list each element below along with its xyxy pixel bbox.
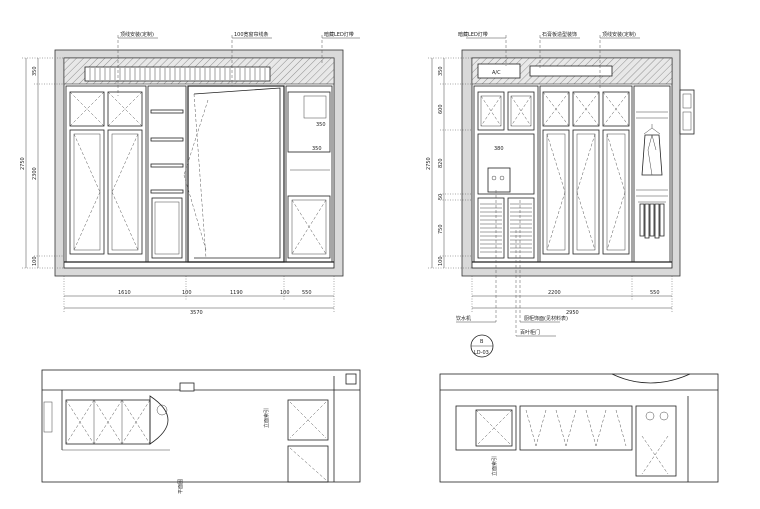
left-inner-dim-2: 350	[312, 146, 322, 152]
right-gypsum-feature	[529, 65, 613, 77]
plan-right-text: 立面索引	[491, 456, 498, 476]
label-right-bottom-1: 饮水机	[456, 315, 471, 322]
right-plan-wardrobe	[519, 405, 633, 451]
left-dim-bottom-4: 100	[280, 290, 290, 296]
left-right-cabinet	[285, 85, 333, 263]
right-water-dispenser	[487, 167, 511, 193]
right-bottom-labels: 饮水机 厨柜饰面(见材料表) 百叶柜门 B LD-03	[456, 190, 568, 358]
left-vent-grille	[84, 66, 271, 82]
label-left-top-3: 暗藏LED灯带	[324, 31, 354, 38]
left-dim-total-height: 2750	[20, 157, 26, 170]
right-open-hanging	[633, 85, 671, 263]
left-dim-bottom-2: 100	[182, 290, 192, 296]
right-louvre-slats	[480, 203, 532, 253]
callout-ref: LD-03	[474, 350, 489, 356]
left-inner-area	[63, 57, 335, 269]
left-door-panel-top-b	[107, 91, 143, 127]
right-dim-bottom-1: 2200	[548, 290, 561, 296]
right-dispenser-niche	[477, 133, 535, 195]
right-dim-seg-3: 50	[438, 194, 444, 200]
right-horizontal-dims: 2200 550 2950	[471, 276, 673, 316]
label-right-top-1: 暗藏LED灯带	[458, 31, 488, 38]
left-open-shelves	[147, 85, 187, 263]
left-door-panel-top-a	[69, 91, 105, 127]
right-plan-arc	[611, 373, 691, 384]
left-top-labels: 顶线安装(定制) 100宽窗帘线条 暗藏LED灯带	[117, 31, 360, 96]
left-sliding-panel	[187, 85, 285, 263]
right-plan-block	[455, 405, 517, 451]
right-plan: 立面索引	[439, 373, 719, 483]
left-elevation: 350 350	[54, 49, 344, 277]
right-dim-bottom: 100	[438, 256, 444, 266]
right-plan-frame	[439, 373, 719, 483]
right-left-cabinet	[473, 85, 539, 263]
right-dim-seg-4: 750	[438, 224, 444, 234]
left-vent-slats	[89, 68, 266, 80]
left-dim-top: 350	[32, 66, 38, 76]
right-dim-total-width: 2950	[566, 310, 579, 316]
left-plan: 立面索引 平面图	[41, 369, 361, 494]
left-shelf-drawer	[151, 197, 183, 259]
left-door-panel-bottom-b	[107, 129, 143, 255]
right-ac-label: A/C	[492, 70, 501, 76]
right-inner-dim-1: 380	[494, 146, 504, 152]
plan-left-text-1: 平面图	[178, 479, 184, 494]
right-vertical-dims: 2750 350 600 820 50 750 100	[426, 57, 472, 269]
right-louvre-door-b	[507, 197, 535, 259]
label-left-top-1: 顶线安装(定制)	[120, 31, 154, 38]
right-ac-unit	[477, 63, 521, 79]
left-dim-bottom: 100	[32, 256, 38, 266]
left-wardrobe-frame	[65, 85, 147, 263]
right-plan-side-unit	[635, 405, 677, 477]
right-elevation: A/C 380	[461, 49, 695, 277]
left-panel-perspective	[193, 87, 281, 259]
left-cabinet-niche	[303, 95, 327, 119]
left-dim-bottom-5: 550	[302, 290, 312, 296]
left-horizontal-dims: 1610 100 1190 100 550 3570	[63, 276, 335, 316]
left-dim-bottom-1: 1610	[118, 290, 131, 296]
label-right-top-3: 顶线安装(定制)	[602, 31, 636, 38]
callout-letter: B	[480, 339, 484, 345]
right-dim-top: 350	[438, 66, 444, 76]
left-plan-side-cabinet	[287, 399, 329, 441]
label-left-top-2: 100宽窗帘线条	[234, 31, 269, 38]
right-dim-total-height: 2750	[426, 157, 432, 170]
right-top-labels: 暗藏LED灯带 石膏板造型装饰 顶线安装(定制)	[458, 31, 640, 90]
label-right-bottom-3: 百叶柜门	[520, 329, 540, 336]
right-inner-area	[471, 57, 673, 269]
right-dim-seg-2: 820	[438, 158, 444, 168]
left-dim-bottom-3: 1190	[230, 290, 243, 296]
left-plan-frame	[41, 369, 361, 483]
left-plan-round-item	[156, 404, 168, 416]
suit-hanger-icon	[641, 124, 663, 176]
plan-left-text-2: 立面索引	[263, 408, 270, 428]
label-right-bottom-2: 厨柜饰面(见材料表)	[524, 315, 568, 322]
right-louvre-door-a	[477, 197, 505, 259]
right-dim-bottom-2: 550	[650, 290, 660, 296]
left-door-panel-bottom-a	[69, 129, 105, 255]
label-right-top-2: 石膏板造型装饰	[542, 31, 577, 38]
right-middle-wardrobe	[539, 85, 633, 263]
left-vertical-dims: 2750 350 2300 100	[20, 57, 64, 269]
left-inner-dim-1: 350	[316, 122, 326, 128]
left-cabinet-lower-door	[287, 195, 331, 259]
right-dim-seg-1: 600	[438, 104, 444, 114]
left-dim-total-width: 3570	[190, 310, 203, 316]
hanging-clothes-icon	[638, 201, 666, 239]
left-plan-curved-unit	[149, 395, 169, 445]
left-dim-middle: 2300	[32, 167, 38, 180]
